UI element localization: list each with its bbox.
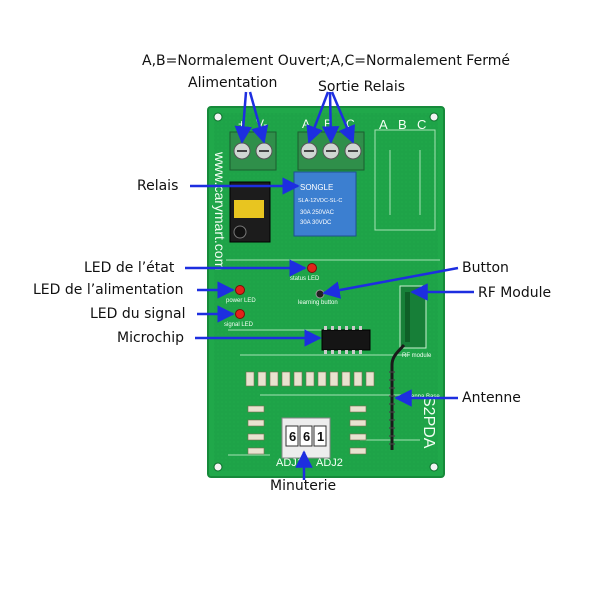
power-terminal-block (229, 131, 277, 171)
status-led (307, 263, 317, 273)
arrow-alimentation-right (248, 91, 269, 144)
relay-brand: SONGLE (300, 183, 333, 192)
callout-alimentation: Alimentation (188, 75, 278, 91)
silk-status-led: status LED (290, 276, 320, 282)
relay-rating-dc: 30A 30VDC (300, 220, 332, 226)
arrow-button (322, 266, 459, 299)
signal-led (235, 309, 245, 319)
dip-digit-2: 6 (303, 429, 310, 444)
silk-label-b: B (398, 117, 407, 132)
terminal-label-c: C (346, 117, 355, 131)
silk-learning-button: learning button (298, 300, 338, 306)
arrow-sortie-a (306, 91, 330, 144)
arrow-sortie-c (330, 91, 355, 144)
silk-power-led: power LED (226, 298, 256, 304)
power-led (235, 285, 245, 295)
relay-component (293, 171, 357, 237)
power-terminal-label-plus: + (238, 117, 245, 131)
callout-rf-module: RF Module (478, 285, 552, 301)
relay-terminal-block (297, 131, 365, 171)
terminal-label-a: A (302, 117, 310, 131)
callout-microchip: Microchip (117, 330, 185, 346)
dip-digit-1: 6 (289, 429, 296, 444)
antenna-coil (390, 344, 406, 450)
callout-sortie-relais: Sortie Relais (318, 79, 406, 95)
power-supply-module (229, 181, 271, 243)
power-terminal-label-minus: V- (256, 117, 267, 131)
arrow-sortie-b (321, 91, 340, 144)
silk-label-a: A (379, 117, 388, 132)
relay-rating-ac: 30A 250VAC (300, 210, 335, 216)
board-model: S2PDA (420, 396, 437, 449)
dip-digit-3: 1 (317, 429, 324, 444)
callout-antenne: Antenne (462, 390, 521, 406)
silk-adj-right: ADJ2 (316, 457, 343, 469)
silk-rf-module: RF module (402, 353, 432, 359)
callout-led-signal: LED du signal (90, 306, 186, 322)
callout-led-etat: LED de l’état (84, 260, 175, 276)
contacts-note: A,B=Normalement Ouvert;A,C=Normalement F… (142, 53, 510, 69)
silk-adj-left: ADJ1 (276, 457, 303, 469)
rf-module (399, 285, 427, 349)
callout-relais: Relais (137, 178, 179, 194)
callout-minuterie: Minuterie (270, 478, 337, 494)
relay-model: SLA-12VDC-SL-C (298, 198, 342, 204)
callout-button: Button (462, 260, 509, 276)
learning-button (315, 289, 325, 299)
arrow-alimentation-left (234, 91, 252, 144)
microchip (321, 326, 371, 354)
resistor-row (245, 371, 375, 455)
silk-signal-led: signal LED (224, 322, 254, 328)
callout-led-alimentation: LED de l’alimentation (33, 282, 184, 298)
board-url: www.carymart.com (212, 151, 228, 270)
silk-label-c: C (417, 117, 426, 132)
terminal-label-b: B (324, 117, 332, 131)
